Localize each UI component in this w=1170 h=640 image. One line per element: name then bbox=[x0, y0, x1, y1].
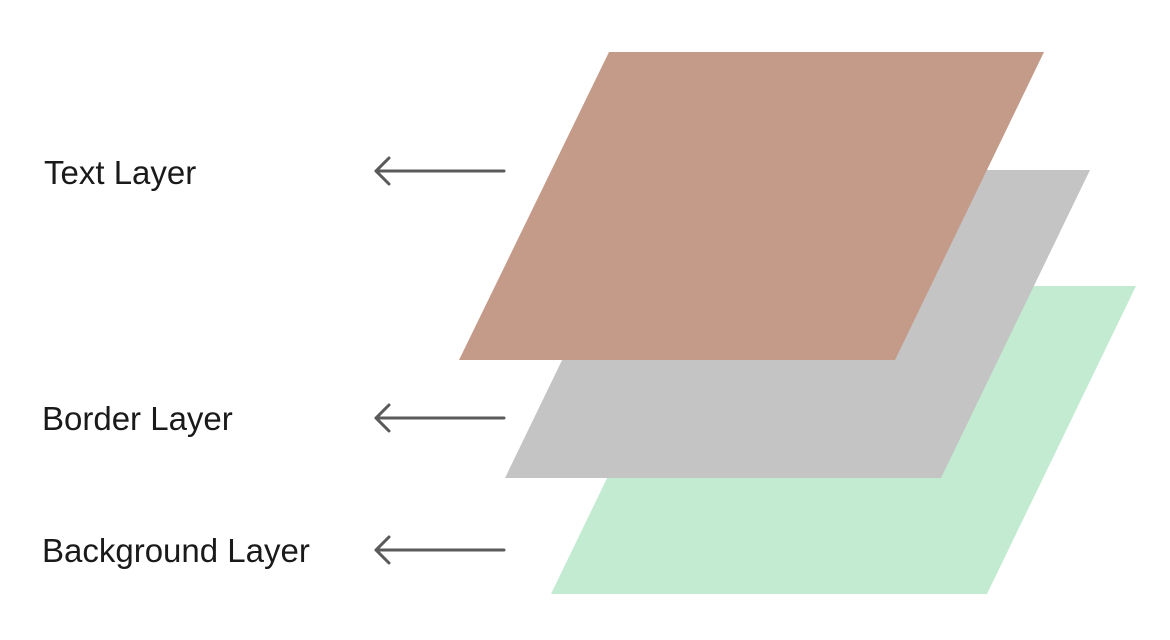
text-layer-label: Text Layer bbox=[44, 154, 196, 191]
text-layer-arrow-icon bbox=[374, 156, 506, 186]
border-layer-arrow-icon bbox=[374, 403, 506, 433]
text-layer-plane bbox=[459, 52, 1044, 360]
border-layer-label: Border Layer bbox=[42, 400, 233, 437]
background-layer-label: Background Layer bbox=[42, 532, 310, 569]
background-layer-arrow-icon bbox=[374, 535, 506, 565]
